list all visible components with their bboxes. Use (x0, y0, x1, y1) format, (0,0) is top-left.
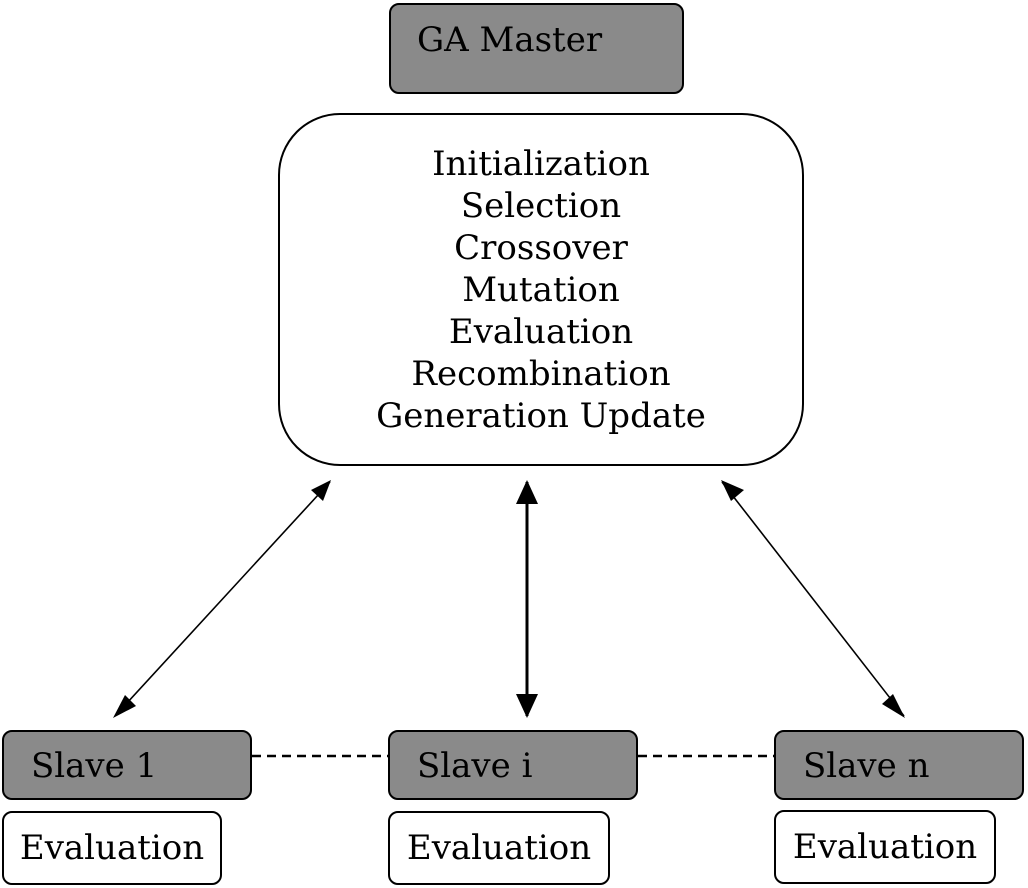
arrowhead-top-right (721, 480, 744, 501)
ga-steps-list: Initialization Selection Crossover Mutat… (280, 143, 802, 437)
step-crossover: Crossover (454, 228, 628, 268)
ga-steps-box: Initialization Selection Crossover Mutat… (278, 113, 804, 466)
slave-1-label: Slave 1 (31, 746, 158, 786)
arrowhead-top-left (311, 480, 331, 501)
slave-1-evaluation-box: Evaluation (2, 811, 222, 885)
step-recombination: Recombination (411, 354, 671, 394)
slave-1-node: Slave 1 (2, 730, 252, 800)
arrowhead-bottom-center (516, 694, 538, 718)
arrow-master-slave-1 (114, 481, 331, 717)
arrowhead-top-center (516, 480, 538, 504)
slave-n-evaluation-label: Evaluation (792, 827, 978, 867)
step-mutation: Mutation (462, 270, 620, 310)
slave-n-label: Slave n (803, 746, 930, 786)
arrowhead-bottom-right (882, 694, 905, 718)
step-selection: Selection (460, 186, 622, 226)
step-generation-update: Generation Update (376, 396, 706, 436)
slave-i-evaluation-label: Evaluation (406, 828, 592, 868)
slave-1-evaluation-label: Evaluation (19, 828, 205, 868)
step-evaluation: Evaluation (448, 312, 634, 352)
slave-i-evaluation-box: Evaluation (388, 811, 610, 885)
ga-master-label: GA Master (417, 20, 603, 60)
slave-n-node: Slave n (774, 730, 1024, 800)
slave-n-evaluation-box: Evaluation (774, 810, 996, 884)
slave-i-label: Slave i (417, 746, 533, 786)
arrowhead-bottom-left (113, 695, 136, 718)
slave-i-node: Slave i (388, 730, 638, 800)
step-initialization: Initialization (432, 144, 650, 184)
ga-master-node: GA Master (389, 3, 684, 94)
arrow-master-slave-n (721, 481, 905, 717)
